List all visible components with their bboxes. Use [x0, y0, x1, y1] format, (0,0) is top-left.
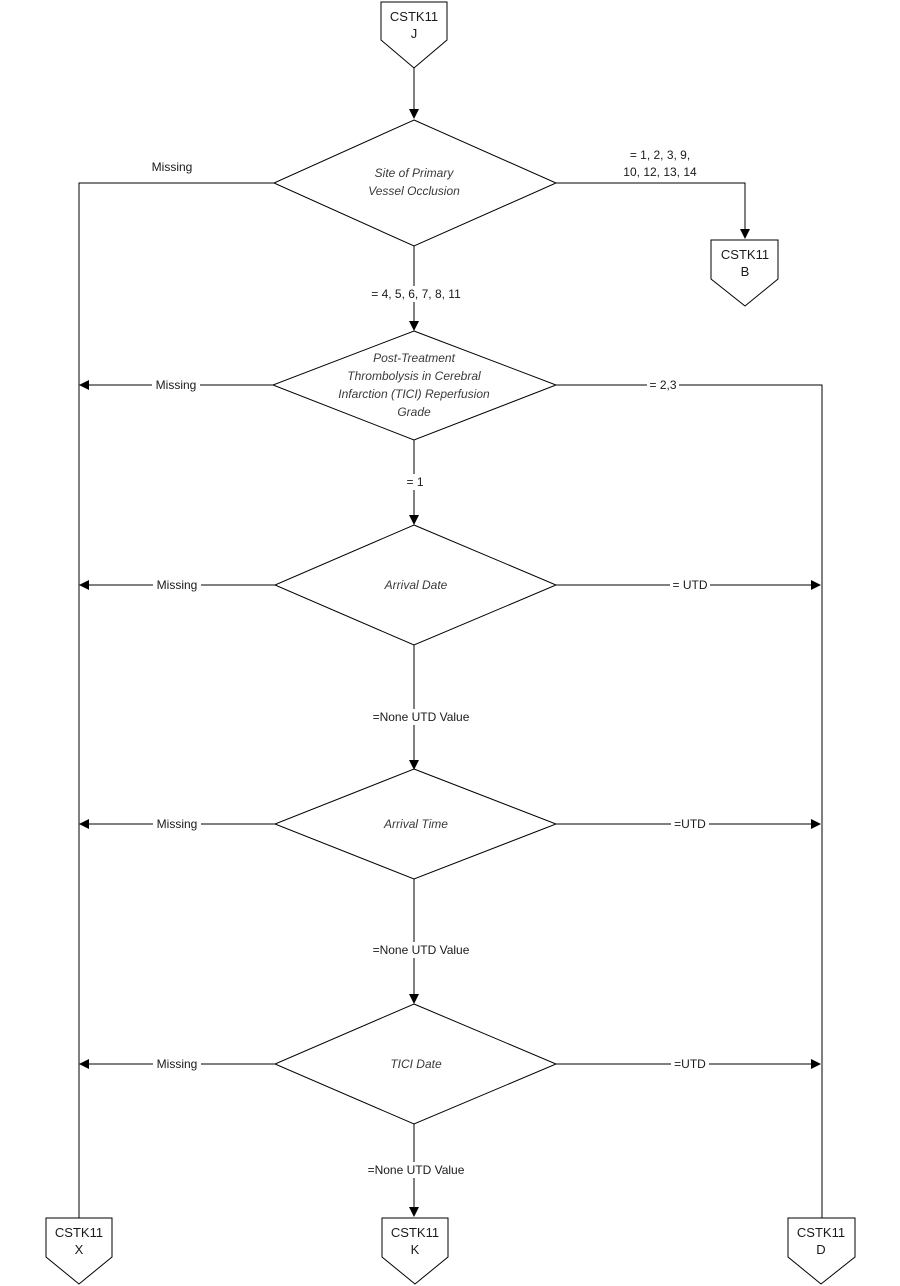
- connector-bottom-x-line1: CSTK11: [55, 1225, 103, 1240]
- connector-right-b-line2: B: [741, 264, 750, 279]
- label-td-missing: Missing: [157, 1057, 198, 1071]
- label-site-down: = 4, 5, 6, 7, 8, 11: [371, 287, 461, 301]
- decision-tici-line3: Infarction (TICI) Reperfusion: [338, 387, 490, 401]
- decision-site-line2: Vessel Occlusion: [368, 184, 460, 198]
- label-td-right: =UTD: [674, 1057, 706, 1071]
- connector-bottom-k: CSTK11 K: [381, 1217, 449, 1285]
- label-tici-down: = 1: [406, 475, 423, 489]
- connector-bottom-x: CSTK11 X: [45, 1217, 113, 1285]
- label-tici-missing: Missing: [156, 378, 197, 392]
- connector-top-j: CSTK11 J: [380, 1, 448, 69]
- decision-site-of-occlusion: Site of Primary Vessel Occlusion: [272, 119, 558, 247]
- connector-bottom-d-line1: CSTK11: [797, 1225, 845, 1240]
- label-ad-right: = UTD: [672, 578, 707, 592]
- decision-arrival-date: Arrival Date: [273, 524, 558, 646]
- decision-tici-line2: Thrombolysis in Cerebral: [347, 369, 481, 383]
- connector-right-b-line1: CSTK11: [721, 247, 769, 262]
- connector-bottom-k-line2: K: [411, 1242, 420, 1257]
- decision-tici-line4: Grade: [397, 405, 431, 419]
- label-ad-down: =None UTD Value: [373, 710, 470, 724]
- decision-arrival-date-label: Arrival Date: [384, 578, 448, 592]
- decision-tici-grade: Post-Treatment Thrombolysis in Cerebral …: [271, 330, 558, 441]
- label-site-yes-line2: 10, 12, 13, 14: [623, 165, 697, 179]
- label-at-right: =UTD: [674, 817, 706, 831]
- label-tici-right: = 2,3: [649, 378, 676, 392]
- connector-bottom-k-line1: CSTK11: [391, 1225, 439, 1240]
- connector-bottom-x-line2: X: [75, 1242, 84, 1257]
- label-ad-missing: Missing: [157, 578, 198, 592]
- decision-arrival-time-label: Arrival Time: [383, 817, 448, 831]
- edge-site-to-b: [556, 182, 750, 239]
- connector-top-j-line1: CSTK11: [390, 9, 438, 24]
- edge-site-missing: [74, 182, 274, 1229]
- label-td-down: =None UTD Value: [368, 1163, 465, 1177]
- connector-top-j-line2: J: [411, 26, 418, 41]
- connector-right-b: CSTK11 B: [710, 239, 779, 307]
- edge-labels: Missing = 1, 2, 3, 9, 10, 12, 13, 14 = 4…: [152, 148, 710, 1178]
- decision-tici-line1: Post-Treatment: [373, 351, 455, 365]
- connector-bottom-d-line2: D: [816, 1242, 825, 1257]
- decision-tici-date: TICI Date: [273, 1003, 558, 1125]
- edge-tici-to-d: [556, 384, 827, 1229]
- decision-tici-date-label: TICI Date: [390, 1057, 442, 1071]
- label-at-down: =None UTD Value: [373, 943, 470, 957]
- label-site-missing: Missing: [152, 160, 193, 174]
- decision-arrival-time: Arrival Time: [273, 768, 558, 880]
- label-at-missing: Missing: [157, 817, 198, 831]
- connector-bottom-d: CSTK11 D: [787, 1217, 856, 1285]
- decision-site-line1: Site of Primary: [375, 166, 455, 180]
- label-site-yes-line1: = 1, 2, 3, 9,: [630, 148, 690, 162]
